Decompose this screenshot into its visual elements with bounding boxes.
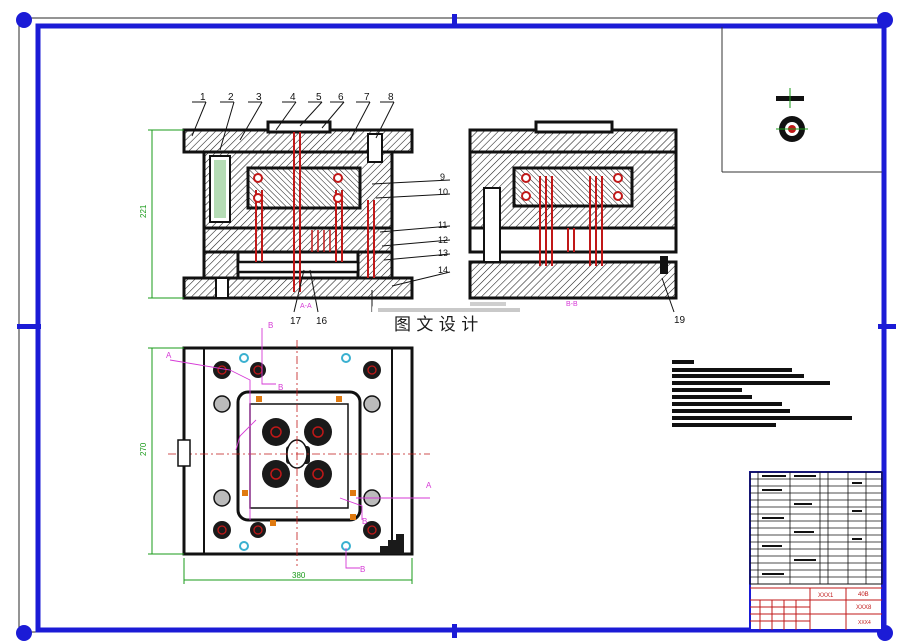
technical-notes xyxy=(672,360,852,427)
plan-width-dimension: 380 xyxy=(292,571,306,580)
cut-mark-b-top: B xyxy=(268,321,273,330)
callout-3: 3 xyxy=(256,92,262,103)
cut-mark-a-right: A xyxy=(426,481,432,490)
callout-16: 16 xyxy=(316,316,328,327)
plan-view xyxy=(148,328,430,584)
title-block xyxy=(749,471,883,631)
callout-1: 1 xyxy=(200,92,206,103)
plan-height-dimension: 270 xyxy=(139,442,148,456)
callout-9: 9 xyxy=(440,172,445,182)
detail-view xyxy=(721,27,882,173)
callout-10: 10 xyxy=(438,187,448,197)
title-block-sheet-no: XXX4 xyxy=(858,620,871,626)
side-section-view xyxy=(468,120,678,313)
callout-6: 6 xyxy=(338,92,344,103)
callout-7: 7 xyxy=(364,92,370,103)
section-label-bb: B-B xyxy=(566,301,578,308)
callout-11: 11 xyxy=(438,220,447,230)
callout-19: 19 xyxy=(674,315,686,326)
callout-8: 8 xyxy=(388,92,394,103)
callout-5: 5 xyxy=(316,92,322,103)
callout-12: 12 xyxy=(438,235,448,245)
title-block-field-a: XXX1 xyxy=(818,593,834,599)
callout-13: 13 xyxy=(438,248,448,258)
callout-17: 17 xyxy=(290,316,302,327)
logo-bar-icon xyxy=(378,302,520,312)
text-layer: 221 270 380 A-A B-B 1 2 3 4 5 6 7 8 9 10… xyxy=(139,92,872,626)
watermark-text: 图 文 设 计 xyxy=(394,315,478,335)
cut-mark-b-right: B xyxy=(362,517,367,526)
front-height-dimension: 221 xyxy=(139,204,148,218)
callout-2: 2 xyxy=(228,92,234,103)
callout-4: 4 xyxy=(290,92,296,103)
watermark: 图 文 设 计 xyxy=(372,302,524,342)
title-block-name: 40B xyxy=(858,592,869,598)
title-block-field-b: XXX8 xyxy=(856,605,872,611)
cut-mark-a-left: A xyxy=(166,351,172,360)
callout-14: 14 xyxy=(438,265,448,275)
section-label-aa: A-A xyxy=(300,303,312,310)
front-section-view xyxy=(148,101,451,313)
border-grips xyxy=(16,12,896,641)
cut-mark-b-mid: B xyxy=(278,383,283,392)
cut-mark-b-bottom: B xyxy=(360,565,365,574)
